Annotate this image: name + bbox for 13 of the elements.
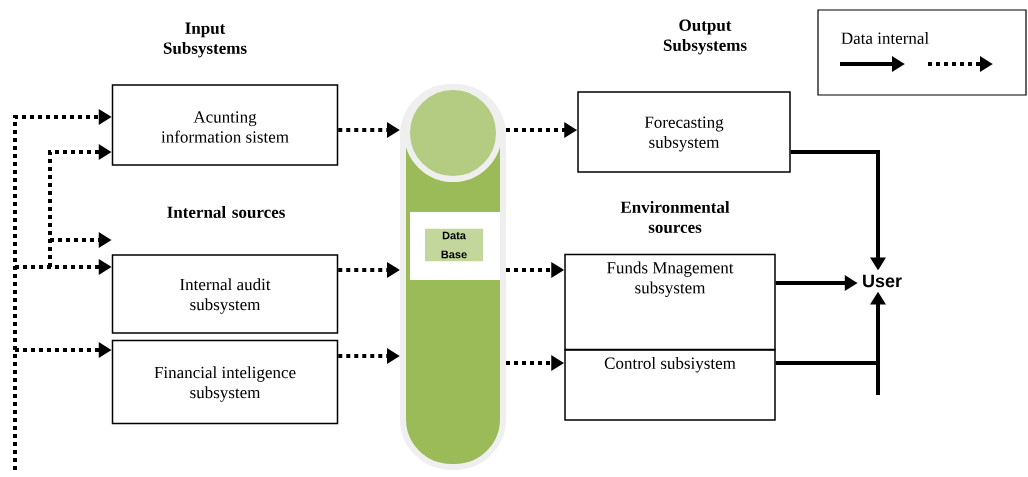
process-box: Acunting information sistem [111, 84, 339, 166]
section-heading: Environmental sources [620, 201, 730, 233]
process-box: Funds Mnagement subsystem [564, 253, 776, 351]
process-box: Financial inteligence subsystem [111, 339, 339, 425]
legend-text: Data internal [841, 32, 929, 44]
section-heading: Output Subsystems [663, 19, 747, 55]
database-drawing: Data Base [400, 84, 506, 470]
process-box: Control subsiystem [564, 349, 776, 421]
process-box: Forecasting subsystem [577, 91, 791, 173]
section-heading: Internal sources [167, 206, 285, 218]
section-heading: Input Subsystems [163, 22, 247, 58]
process-box: Internal audit subsystem [111, 254, 339, 334]
user-label: User [863, 274, 902, 288]
